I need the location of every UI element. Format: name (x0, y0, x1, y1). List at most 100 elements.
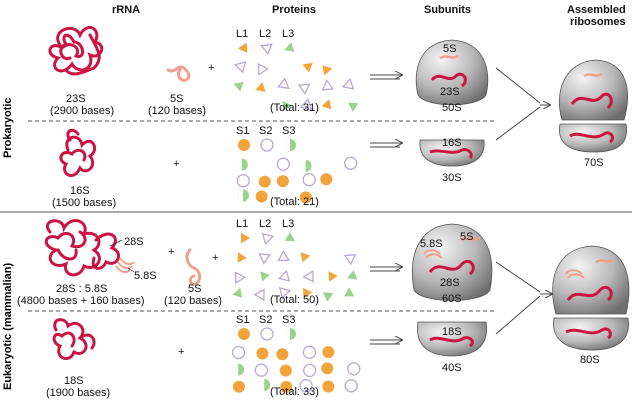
protein-triangle-icon (321, 99, 332, 110)
label-L3: L3 (282, 28, 295, 40)
protein-triangle-icon (277, 77, 290, 90)
protein-circle-icon (276, 175, 289, 188)
label-S3-euk: S3 (282, 314, 296, 326)
protein-circle-icon (254, 363, 269, 377)
protein-circle-icon (322, 346, 335, 359)
protein-circle-icon (256, 347, 269, 360)
label-S1: S1 (236, 125, 250, 137)
protein-triangle-icon (297, 83, 311, 96)
protein-circle-icon (255, 190, 268, 203)
protein-triangle-icon (258, 253, 272, 265)
protein-triangle-icon (260, 43, 273, 56)
protein-circle-icon (299, 379, 313, 393)
protein-triangle-icon (232, 287, 243, 298)
arrow-assemble-pro (495, 67, 550, 141)
label-70s: 70S (584, 157, 604, 169)
protein-triangle-icon (322, 65, 333, 76)
protein-circle-icon (343, 156, 358, 170)
label-S1-euk: S1 (236, 314, 250, 326)
label-sub-18s: 18S (442, 326, 462, 338)
proteins-large-eukaryotic (232, 232, 358, 302)
ribosome-70s (558, 59, 628, 153)
protein-circle-icon (347, 362, 361, 376)
header-proteins: Proteins (272, 4, 317, 16)
subunit-50s (415, 39, 489, 106)
label-28s-bases: (4800 bases + 160 bases) (17, 295, 145, 307)
protein-circle-icon (231, 345, 246, 360)
protein-circle-icon (302, 173, 316, 187)
label-23s: 23S (66, 93, 86, 105)
protein-triangle-icon (300, 252, 311, 263)
protein-circle-icon (279, 364, 292, 377)
subunit-60s (411, 223, 493, 301)
arrow-assemble-euk (495, 261, 552, 335)
label-S2-euk: S2 (259, 314, 273, 326)
label-prokaryotic: Prokaryotic (2, 97, 14, 158)
label-18s-bases: (1900 bases) (46, 387, 111, 399)
plus-sign: + (173, 158, 180, 170)
protein-circle-icon (236, 174, 250, 188)
protein-circle-icon (276, 348, 289, 361)
label-S2: S2 (259, 125, 273, 137)
label-28s-58s: 28S : 5.8S (56, 283, 108, 295)
label-28s-callout: 28S (124, 236, 144, 248)
protein-triangle-icon (255, 82, 266, 92)
protein-triangle-icon (233, 81, 244, 92)
protein-triangle-icon (284, 42, 295, 52)
label-L1: L1 (236, 28, 249, 40)
label-L2: L2 (259, 28, 272, 40)
protein-triangle-icon (234, 271, 246, 285)
label-sub-16s: 16S (442, 137, 462, 149)
label-5s: 5S (170, 93, 184, 105)
protein-circle-icon (344, 379, 358, 393)
header-ribosomes: ribosomes (570, 16, 626, 28)
label-50s: 50S (442, 102, 462, 114)
label-30s: 30S (442, 172, 462, 184)
plus-sign: + (208, 62, 215, 74)
label-S3: S3 (282, 125, 296, 137)
protein-triangle-icon (253, 288, 265, 302)
protein-triangle-icon (323, 292, 334, 302)
plus-sign: + (212, 252, 219, 264)
protein-triangle-icon (284, 232, 296, 242)
protein-triangle-icon (237, 252, 247, 263)
label-23s-bases: (2900 bases) (50, 105, 115, 117)
proteins-small-prokaryotic (235, 138, 358, 204)
protein-circle-icon (322, 380, 335, 393)
protein-triangle-icon (238, 42, 248, 53)
protein-circle-icon (260, 327, 274, 341)
protein-triangle-icon (278, 286, 291, 300)
header-rrna: rRNA (112, 4, 141, 16)
proteins-large-prokaryotic (233, 42, 359, 112)
label-5s-euk: 5S (188, 283, 202, 295)
protein-circle-icon (302, 345, 317, 359)
label-eukaryotic: Eukaryotic (mammalian) (2, 262, 14, 390)
label-L1-euk: L1 (236, 218, 249, 230)
label-16s: 16S (70, 185, 90, 197)
protein-circle-icon (276, 157, 290, 171)
label-5s-euk-bases: (120 bases) (164, 295, 223, 307)
protein-circle-icon (260, 138, 274, 152)
protein-triangle-icon (260, 271, 270, 282)
plus-sign: + (178, 346, 185, 358)
rrna-58s-icon (115, 257, 135, 274)
proteins-small-eukaryotic (231, 327, 361, 393)
protein-triangle-icon (257, 63, 269, 76)
protein-circle-icon (321, 362, 334, 375)
subunit-40s (417, 321, 487, 357)
ribosome-80s (552, 245, 630, 351)
plus-sign: + (168, 246, 175, 258)
protein-triangle-icon (347, 270, 358, 280)
label-sub-28s: 28S (440, 277, 460, 289)
label-total-50: (Total: 50) (270, 294, 319, 306)
protein-triangle-icon (348, 102, 359, 112)
protein-triangle-icon (302, 62, 313, 73)
label-40s: 40S (442, 362, 462, 374)
rrna-28s-icon (44, 219, 121, 277)
label-16s-bases: (1500 bases) (52, 197, 117, 209)
protein-circle-icon (238, 328, 250, 340)
label-L2-euk: L2 (259, 218, 272, 230)
rrna-5s-icon (166, 65, 191, 82)
